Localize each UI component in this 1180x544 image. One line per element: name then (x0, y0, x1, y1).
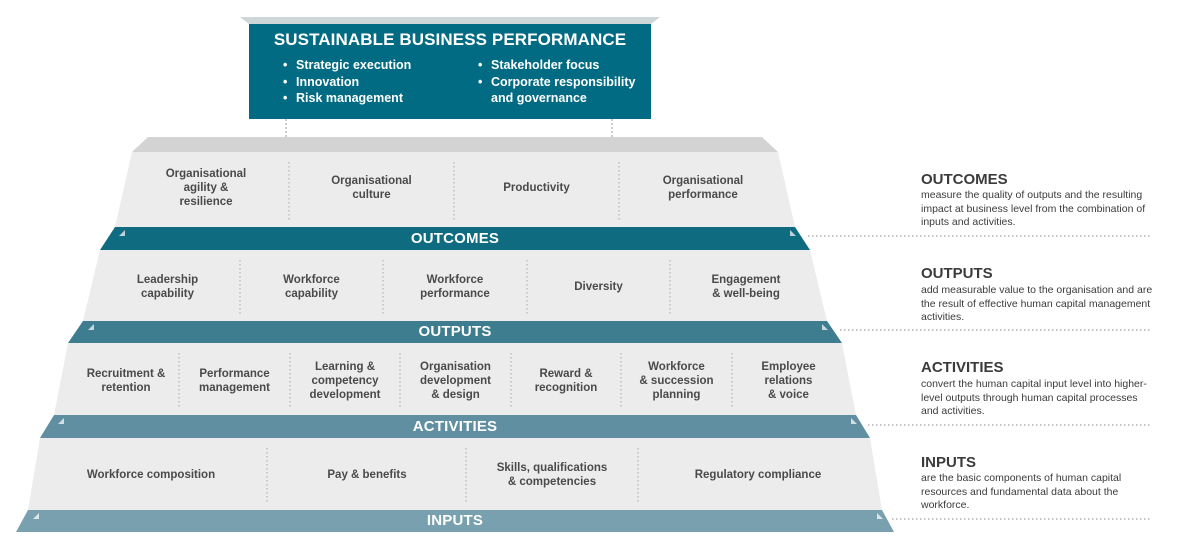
outputs-tier-face (83, 250, 827, 321)
header-bullet: • Risk management (283, 90, 463, 107)
header-box (249, 24, 651, 119)
outputs-band-label: OUTPUTS (418, 323, 492, 340)
header-bullets-right: • Stakeholder focus • Corporate responsibi… (478, 57, 650, 107)
bullet-icon: • (283, 91, 288, 105)
band-corner-mark (88, 324, 94, 330)
side-activities-title: ACTIVITIES (921, 359, 1004, 376)
band-corner-mark (58, 418, 64, 424)
outcomes-item: Organisational culture (331, 175, 412, 201)
inputs-item: Skills, qualifications & competencies (496, 462, 608, 488)
side-outcomes-title: OUTCOMES (921, 171, 1008, 188)
side-outcomes-desc: measure the quality of outputs and the r… (921, 189, 1146, 228)
outputs-item: Workforce capability (283, 274, 340, 300)
activities-item: Learning & competency development (309, 361, 381, 401)
activities-item: Employee relations & voice (761, 361, 816, 401)
outcomes-tier-top (132, 137, 778, 152)
outcomes-item: Productivity (503, 182, 570, 194)
band-corner-mark (877, 513, 883, 519)
header-bullet-text: Strategic execution (296, 58, 412, 72)
activities-tier-face (54, 343, 856, 415)
band-corner-mark (822, 324, 828, 330)
activities-band (40, 415, 870, 438)
header-bullet: • Strategic execution (283, 57, 463, 74)
header-bullet: • Innovation (283, 74, 463, 91)
header-bullets-left: • Strategic execution • Innovation • Risk m… (283, 57, 463, 107)
header-bullet: • Stakeholder focus (478, 57, 650, 74)
header-title: SUSTAINABLE BUSINESS PERFORMANCE (273, 30, 627, 49)
outputs-item: Leadership capability (136, 274, 199, 300)
header-bevel (240, 17, 660, 24)
band-corner-mark (33, 513, 39, 519)
outcomes-item: Organisational performance (662, 175, 744, 201)
inputs-tier-face (28, 438, 882, 510)
inputs-band-label: INPUTS (426, 512, 484, 529)
band-corner-mark (851, 418, 857, 424)
header-bullet-text: Innovation (296, 74, 360, 89)
inputs-item: Regulatory compliance (694, 469, 822, 481)
outputs-band (68, 321, 842, 343)
side-outputs-desc: add measurable value to the organisation… (921, 284, 1153, 323)
activities-item: Reward & recognition (534, 368, 598, 394)
activities-band-label: ACTIVITIES (412, 417, 498, 435)
bullet-icon: • (478, 58, 483, 72)
bullet-icon: • (283, 74, 288, 89)
activities-item: Organisation development & design (420, 361, 491, 401)
outcomes-band (100, 227, 810, 250)
outputs-item: Engagement & well-being (711, 274, 781, 300)
side-activities-desc: convert the human capital input level in… (921, 378, 1147, 417)
outputs-item: Workforce performance (420, 274, 490, 300)
header-bullet-text: Corporate responsibility and governance (491, 74, 636, 106)
activities-item: Workforce & succession planning (639, 361, 714, 401)
bullet-icon: • (478, 74, 483, 89)
band-corner-mark (119, 230, 125, 236)
outcomes-item: Organisational agility & resilience (165, 168, 247, 208)
header-bullet-text: Stakeholder focus (491, 58, 600, 72)
inputs-band (16, 510, 894, 532)
activities-item: Performance management (199, 368, 270, 394)
bullet-icon: • (283, 58, 288, 72)
outcomes-band-label: OUTCOMES (410, 229, 500, 247)
side-inputs-title: INPUTS (921, 454, 977, 471)
outcomes-tier-face (115, 152, 795, 227)
header-bullet: • Corporate responsibility and governance (478, 74, 650, 107)
band-corner-mark (790, 230, 796, 236)
outputs-item: Diversity (574, 281, 623, 293)
activities-item: Recruitment & retention (86, 368, 166, 394)
inputs-item: Workforce composition (86, 469, 216, 481)
side-inputs-desc: are the basic components of human capita… (921, 472, 1122, 511)
side-outputs-title: OUTPUTS (921, 265, 993, 282)
header-bullet-text: Risk management (296, 91, 403, 105)
inputs-item: Pay & benefits (327, 469, 407, 481)
